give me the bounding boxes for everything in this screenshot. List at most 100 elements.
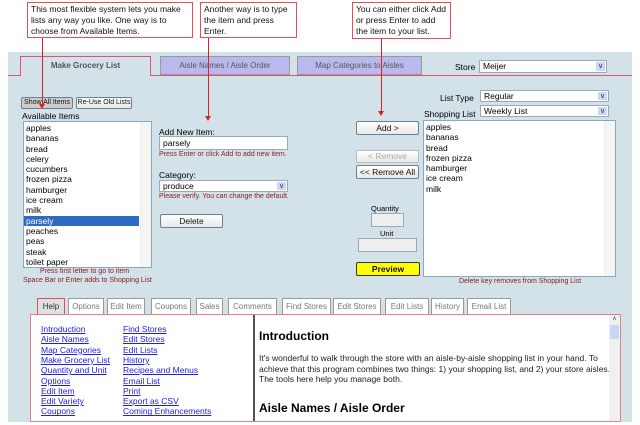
available-hint-1: Press first letter to go to item — [40, 268, 130, 275]
tab-divider — [8, 75, 632, 76]
help-heading-aisle-names: Aisle Names / Aisle Order — [259, 401, 405, 415]
chevron-down-icon: ∨ — [277, 182, 286, 190]
tab-comments[interactable]: Comments — [228, 298, 277, 315]
store-label: Store — [455, 62, 476, 72]
add-new-item-label: Add New Item: — [159, 127, 215, 137]
list-item[interactable]: apples — [426, 122, 452, 132]
help-link[interactable]: History — [123, 354, 150, 365]
tab-edit-lists[interactable]: Edit Lists — [385, 298, 429, 315]
help-scrollbar[interactable]: ∧ — [609, 315, 620, 421]
tab-map-categories[interactable]: Map Categories to Aisles — [297, 56, 422, 75]
chevron-down-icon: ∨ — [598, 92, 607, 100]
help-link[interactable]: Recipes and Menus — [123, 365, 199, 376]
list-item[interactable]: frozen pizza — [426, 152, 472, 163]
list-item[interactable]: parsely — [24, 215, 139, 226]
show-all-items-button[interactable]: Show All Items — [21, 97, 73, 109]
remove-all-button[interactable]: << Remove All — [356, 165, 419, 179]
new-item-hint: Press Enter or click Add to add new item… — [159, 151, 287, 158]
store-value: Meijer — [483, 61, 507, 71]
category-label: Category: — [159, 170, 196, 180]
list-type-label: List Type — [440, 93, 474, 103]
help-link[interactable]: Print — [123, 385, 141, 396]
help-link[interactable]: Map Categories — [41, 344, 102, 355]
list-item[interactable]: bananas — [26, 133, 59, 144]
tab-aisle-names[interactable]: Aisle Names / Aisle Order — [160, 56, 290, 75]
shopping-list-select[interactable]: Weekly List∨ — [480, 105, 609, 117]
chevron-down-icon: ∨ — [598, 107, 607, 115]
tab-edit-stores[interactable]: Edit Stores — [333, 298, 381, 315]
list-item[interactable]: peas — [26, 236, 45, 247]
list-item[interactable]: frozen pizza — [26, 174, 72, 185]
tab-email-list[interactable]: Email List — [467, 298, 511, 315]
scroll-up-icon[interactable]: ∧ — [612, 316, 617, 322]
list-item[interactable]: steak — [26, 246, 47, 257]
list-item[interactable]: celery — [26, 153, 49, 164]
list-item[interactable]: cucumbers — [26, 164, 68, 175]
list-item[interactable]: hamburger — [426, 163, 468, 174]
help-link[interactable]: Edit Stores — [123, 334, 165, 345]
help-divider — [253, 315, 255, 421]
shopping-list-hint: Delete key removes from Shopping List — [459, 278, 582, 285]
quantity-input[interactable] — [371, 213, 404, 227]
unit-input[interactable] — [358, 238, 417, 252]
list-item[interactable]: peaches — [26, 225, 59, 236]
arrow-down-icon — [205, 116, 211, 121]
callout-available-items: This most flexible system lets you make … — [27, 2, 193, 38]
list-item[interactable]: ice cream — [426, 173, 463, 184]
tab-coupons[interactable]: Coupons — [151, 298, 191, 315]
help-link[interactable]: Quantity and Unit — [41, 365, 107, 376]
callout-type-item: Another way is to type the item and pres… — [200, 2, 297, 38]
tab-find-stores[interactable]: Find Stores — [282, 298, 331, 315]
arrow-line — [42, 38, 43, 106]
list-item[interactable]: bread — [26, 143, 48, 154]
list-item[interactable]: apples — [26, 123, 52, 133]
help-link[interactable]: Introduction — [41, 324, 86, 334]
scrollbar[interactable] — [140, 122, 151, 267]
tab-help[interactable]: Help — [37, 298, 65, 315]
delete-button[interactable]: Delete — [160, 214, 223, 228]
help-intro-text: It's wonderful to walk through the store… — [259, 353, 611, 384]
help-link[interactable]: Make Grocery List — [41, 354, 110, 365]
add-button[interactable]: Add > — [356, 121, 419, 135]
help-link[interactable]: Coming Enhancements — [123, 406, 212, 417]
list-item[interactable]: bananas — [426, 132, 459, 143]
category-value: produce — [163, 181, 194, 191]
help-link[interactable]: Edit Item — [41, 385, 75, 396]
list-item[interactable]: toilet paper — [26, 256, 69, 267]
help-link[interactable]: Edit Lists — [123, 344, 158, 355]
help-link[interactable]: Find Stores — [123, 324, 167, 334]
help-link[interactable]: Email List — [123, 375, 160, 386]
new-item-input[interactable]: parsely — [159, 136, 288, 150]
callout-add: You can either click Add or press Enter … — [352, 2, 451, 39]
reuse-old-lists-button[interactable]: Re-Use Old Lists — [76, 97, 132, 109]
category-select[interactable]: produce ∨ — [159, 180, 288, 192]
list-item[interactable]: bread — [426, 142, 448, 153]
list-item[interactable]: milk — [426, 183, 442, 194]
tab-history[interactable]: History — [431, 298, 464, 315]
arrow-line — [381, 39, 382, 113]
shopping-list-label: Shopping List — [424, 109, 476, 119]
help-link[interactable]: Edit Variety — [41, 396, 84, 407]
scrollbar[interactable] — [604, 121, 615, 276]
help-link[interactable]: Aisle Names — [41, 334, 89, 345]
help-link[interactable]: Options — [41, 375, 71, 386]
list-type-select[interactable]: Regular∨ — [480, 90, 609, 102]
tab-make-grocery-list[interactable]: Make Grocery List — [20, 56, 151, 76]
list-item[interactable]: hamburger — [26, 184, 68, 195]
help-link[interactable]: Coupons — [41, 406, 76, 417]
tab-edit-item[interactable]: Edit Item — [107, 298, 145, 315]
scroll-thumb[interactable] — [610, 325, 619, 339]
tab-options[interactable]: Options — [68, 298, 104, 315]
store-select[interactable]: Meijer∨ — [479, 60, 607, 73]
tab-sales[interactable]: Sales — [196, 298, 223, 315]
preview-button[interactable]: Preview — [356, 262, 420, 276]
quantity-label: Quantity — [371, 204, 399, 213]
remove-button[interactable]: < Remove — [356, 150, 419, 163]
list-item[interactable]: milk — [26, 205, 42, 216]
arrow-down-icon — [39, 104, 45, 109]
list-item[interactable]: ice cream — [26, 195, 63, 206]
help-link[interactable]: Export as CSV — [123, 396, 179, 407]
